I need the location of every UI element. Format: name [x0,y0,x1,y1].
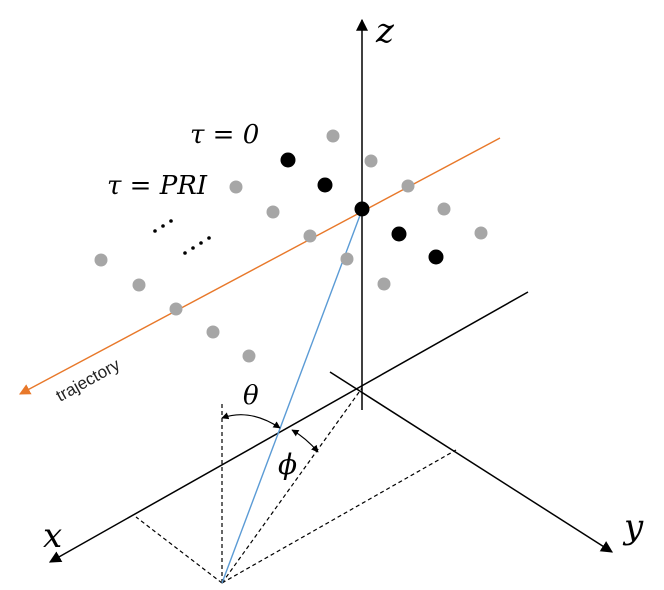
inactive-dot [326,129,340,143]
inactive-dot [229,180,243,194]
y-axis [329,371,614,553]
x-axis [48,291,529,563]
trajectory-label: trajectory [53,355,124,406]
inactive-dot [94,253,108,267]
active-dot [354,201,370,217]
tau-zero-label: τ = 0 [190,120,259,150]
inactive-dot [132,278,146,292]
active-dot [428,249,444,265]
inactive-dot [377,277,391,291]
active-dot [280,152,296,168]
projection-lines [135,387,457,584]
phi-arc [291,429,319,453]
active-dot [317,177,333,193]
y-axis-label: y [622,507,644,547]
projection-to-x-axis [135,516,223,584]
projection-to-origin [221,387,363,584]
inactive-dot [206,325,220,339]
inactive-dot [401,179,415,193]
z-axis-label: z [375,11,395,51]
theta-label: θ [243,381,259,411]
ellipsis-marks [153,219,211,255]
ellipsis-dot [199,241,203,245]
ellipsis-dot [153,229,157,233]
active-dots [280,152,444,265]
trajectory-line [19,137,501,395]
inactive-dot [303,229,317,243]
inactive-dot [364,154,378,168]
ellipsis-dot [161,224,165,228]
inactive-dots [94,129,488,363]
inactive-dot [169,302,183,316]
tau-pri-label: τ = PRI [107,171,208,201]
inactive-dot [242,349,256,363]
inactive-dot [437,202,451,216]
phi-label: ϕ [278,448,297,481]
inactive-dot [474,226,488,240]
inactive-dot [340,252,354,266]
ellipsis-dot [191,246,195,250]
x-axis-label: x [43,516,62,556]
projection-to-y-axis [221,449,457,584]
ellipsis-dot [207,236,211,240]
ellipsis-dot [169,219,173,223]
ellipsis-dot [183,251,187,255]
theta-arc [221,412,281,429]
active-dot [391,226,407,242]
inactive-dot [266,205,280,219]
line-of-sight [221,209,363,584]
